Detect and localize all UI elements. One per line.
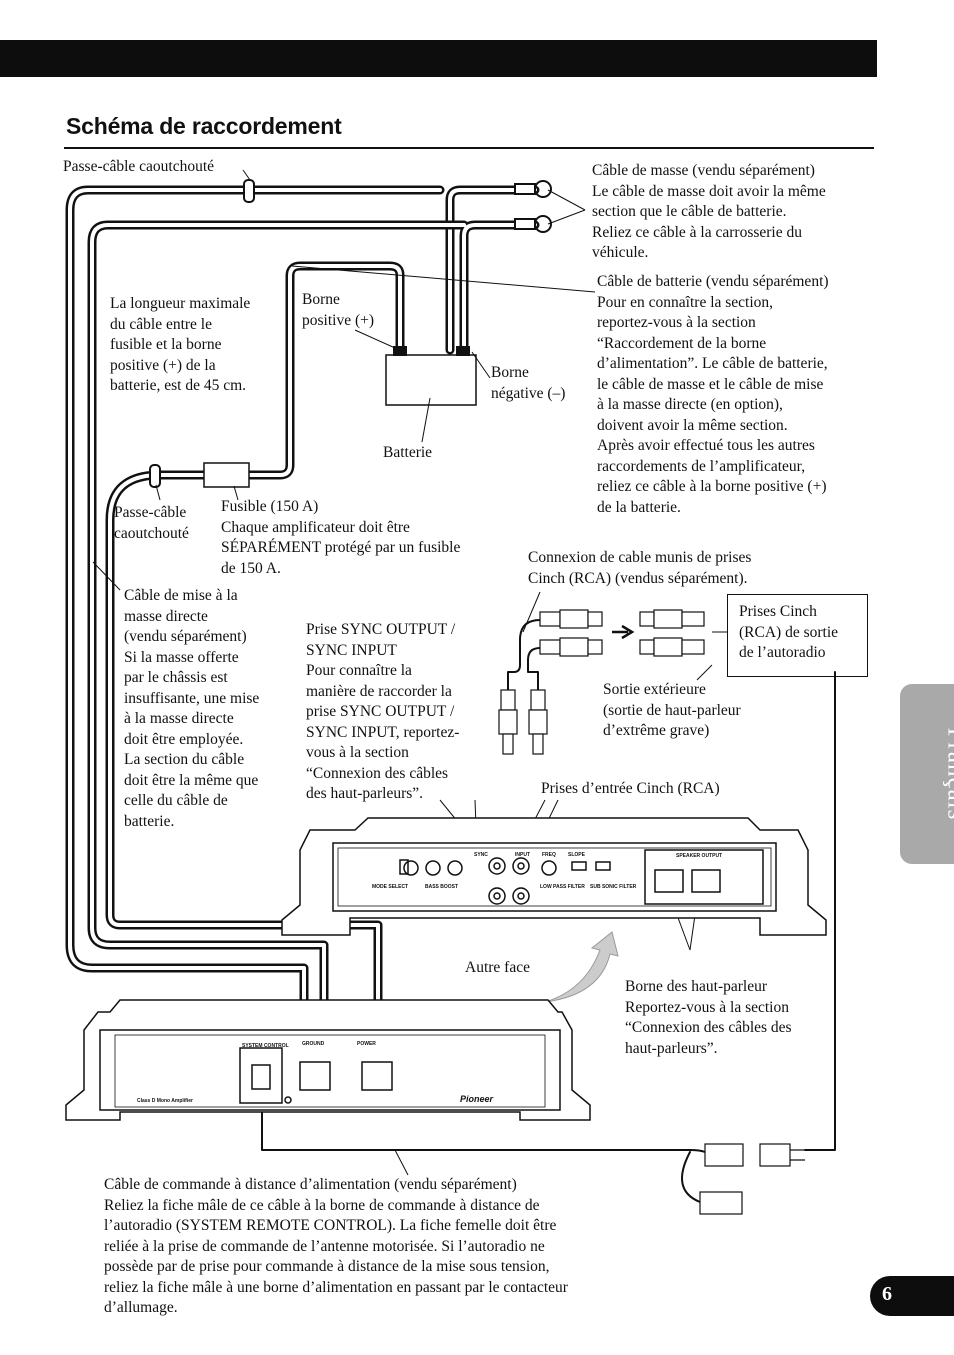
connect-arrow xyxy=(612,624,635,640)
header-bar xyxy=(0,40,877,77)
label-sync: Prise SYNC OUTPUT / SYNC INPUT Pour conn… xyxy=(306,621,460,802)
rca-output-box xyxy=(727,594,868,677)
label-speaker-terminal: Borne des haut-parleur Reportez-vous à l… xyxy=(625,978,792,1057)
rca-plugs-cable xyxy=(539,609,705,657)
label-battery-cable: Câble de batterie (vendu séparément) Pou… xyxy=(597,273,829,516)
label-battery: Batterie xyxy=(383,444,433,461)
svg-text:SYNC: SYNC xyxy=(474,852,488,858)
label-positive-terminal: Borne positive (+) xyxy=(302,291,375,329)
svg-text:SUB SONIC FILTER: SUB SONIC FILTER xyxy=(590,884,637,890)
label-fuse: Fusible (150 A) Chaque amplificateur doi… xyxy=(221,498,461,577)
svg-text:POWER: POWER xyxy=(357,1041,376,1047)
label-other-side: Autre face xyxy=(465,959,530,976)
page-number-tab: 6 xyxy=(870,1276,954,1316)
amp-front-labels: SYSTEM CONTROL GROUND POWER Class D Mono… xyxy=(137,1041,376,1104)
label-rca-cable: Connexion de cable munis de prises Cinch… xyxy=(528,549,752,587)
svg-text:SYSTEM CONTROL: SYSTEM CONTROL xyxy=(242,1043,289,1049)
brand-logo: Pioneer xyxy=(460,1094,494,1104)
fuse-holder xyxy=(203,462,250,488)
svg-text:SPEAKER OUTPUT: SPEAKER OUTPUT xyxy=(676,853,722,859)
svg-text:FREQ: FREQ xyxy=(542,852,556,858)
label-rca-input: Prises d’entrée Cinch (RCA) xyxy=(541,780,720,797)
label-negative-terminal: Borne négative (–) xyxy=(491,364,566,402)
label-grommet-mid: Passe-câble caoutchouté xyxy=(114,504,189,542)
grommet-top xyxy=(243,179,255,203)
amp-back-labels: MODE SELECT BASS BOOST SYNC INPUT FREQ S… xyxy=(372,852,722,890)
label-rca-output: Prises Cinch (RCA) de sortie de l’autora… xyxy=(739,603,839,661)
label-sub-out: Sortie extérieure (sortie de haut-parleu… xyxy=(603,681,741,739)
svg-text:Class D Mono Amplifier: Class D Mono Amplifier xyxy=(137,1098,193,1104)
rca-plugs-down xyxy=(498,689,548,755)
remote-connectors xyxy=(699,1143,805,1215)
svg-text:GROUND: GROUND xyxy=(302,1041,325,1047)
amp-front-panel xyxy=(65,999,591,1121)
svg-text:MODE SELECT: MODE SELECT xyxy=(372,884,408,890)
section-heading: Schéma de raccordement xyxy=(66,113,342,139)
svg-text:BASS BOOST: BASS BOOST xyxy=(425,884,458,890)
ground-lug-1 xyxy=(514,180,552,233)
svg-text:INPUT: INPUT xyxy=(515,852,530,858)
label-remote-cable: Câble de commande à distance d’alimentat… xyxy=(104,1176,568,1316)
other-side-arrow xyxy=(544,931,619,1003)
rca-lead-1 xyxy=(507,619,541,691)
label-grommet-top: Passe-câble caoutchouté xyxy=(63,158,215,175)
remote-cable xyxy=(261,1069,706,1153)
grommet-mid xyxy=(149,464,161,488)
battery-body xyxy=(385,354,477,406)
rca-lead-2 xyxy=(527,647,541,691)
amp-back-panel xyxy=(281,817,827,936)
svg-text:SLOPE: SLOPE xyxy=(568,852,586,858)
label-direct-ground: Câble de mise à la masse directe (vendu … xyxy=(124,587,260,830)
language-tab: Français xyxy=(900,684,954,864)
page-number: 6 xyxy=(882,1283,892,1305)
svg-text:LOW PASS FILTER: LOW PASS FILTER xyxy=(540,884,585,890)
label-max-length: La longueur maximale du câble entre le f… xyxy=(110,295,251,394)
label-ground-cable: Câble de masse (vendu séparément) Le câb… xyxy=(592,162,826,261)
heading-rule xyxy=(64,147,874,149)
